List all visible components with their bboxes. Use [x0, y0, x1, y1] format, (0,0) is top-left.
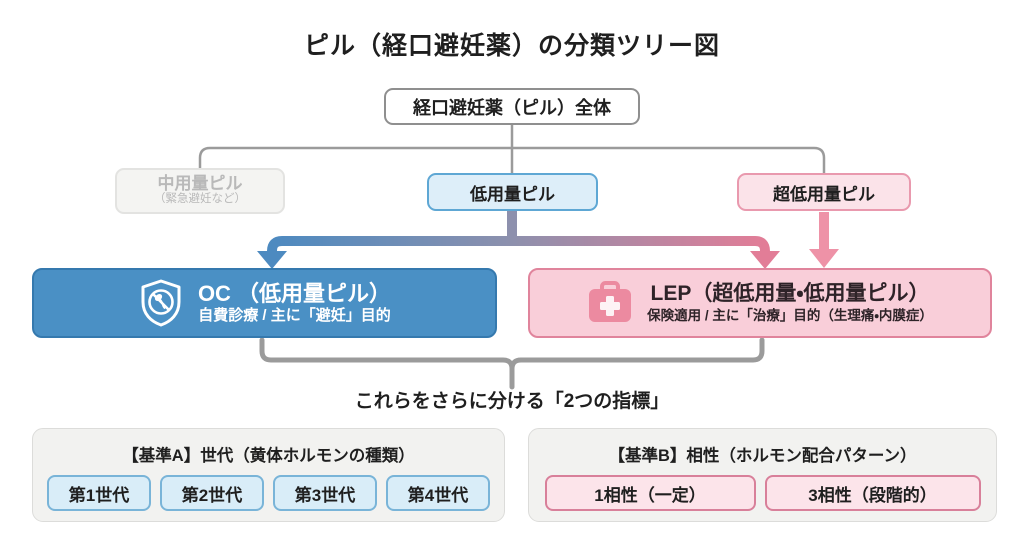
oc-subtitle: 自費診療 / 主に「避妊」目的: [198, 307, 391, 325]
node-ultra-low-dose: 超低用量ピル: [737, 173, 911, 211]
criterion-b-heading: 【基準B】相性（ホルモン配合パターン）: [608, 447, 917, 465]
category-box-oc: OC （低用量ピル） 自費診療 / 主に「避妊」目的: [32, 268, 497, 338]
triphasic-pill: 3相性（段階的）: [764, 475, 981, 511]
generation-4-pill: 第4世代: [386, 475, 490, 511]
criterion-b-items: 1相性（一定） 3相性（段階的）: [544, 475, 981, 511]
generation-2-pill: 第2世代: [160, 475, 264, 511]
generation-1-pill: 第1世代: [47, 475, 151, 511]
page-title: ピル（経口避妊薬）の分類ツリー図: [303, 32, 720, 60]
criterion-a-heading: 【基準A】世代（黄体ホルモンの種類）: [122, 447, 415, 465]
monophasic-pill: 1相性（一定）: [544, 475, 756, 511]
panel-criterion-a: 【基準A】世代（黄体ホルモンの種類） 第1世代 第2世代 第3世代 第4世代: [32, 428, 505, 522]
node-low-dose: 低用量ピル: [427, 173, 598, 211]
node-ultra-low-dose-label: 超低用量ピル: [773, 184, 875, 204]
node-medium-dose-label: 中用量ピル: [157, 173, 243, 193]
lep-subtitle: 保険適用 / 主に「治療」目的（生理痛・内膜症）: [647, 307, 933, 323]
category-box-lep: LEP（超低用量・低用量ピル） 保険適用 / 主に「治療」目的（生理痛・内膜症）: [528, 268, 992, 338]
shield-no-sperm-icon: [138, 278, 184, 328]
node-medium-dose: 中用量ピル （緊急避妊など）: [115, 168, 285, 214]
first-aid-kit-icon: [587, 281, 633, 325]
criterion-a-items: 第1世代 第2世代 第3世代 第4世代: [47, 475, 490, 511]
panel-criterion-b: 【基準B】相性（ホルモン配合パターン） 1相性（一定） 3相性（段階的）: [528, 428, 997, 522]
node-medium-dose-sublabel: （緊急避妊など）: [154, 193, 246, 206]
oc-title: OC （低用量ピル）: [197, 280, 392, 306]
node-pill-overall-label: 経口避妊薬（ピル）全体: [413, 97, 611, 118]
node-pill-overall: 経口避妊薬（ピル）全体: [384, 88, 640, 125]
node-low-dose-label: 低用量ピル: [470, 184, 555, 204]
lep-title: LEP（超低用量・低用量ピル）: [650, 282, 930, 306]
divider-note: これらをさらに分ける「2つの指標」: [354, 391, 670, 412]
generation-3-pill: 第3世代: [273, 475, 377, 511]
